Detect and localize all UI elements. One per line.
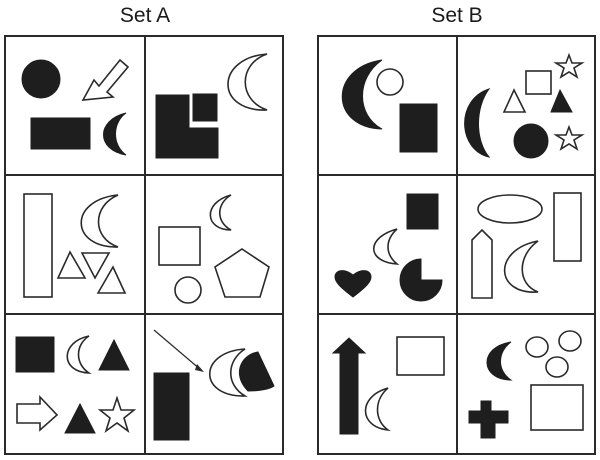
set-a-cell-3-1: [15, 335, 137, 434]
outline-crescent-icon: [227, 53, 268, 111]
outline-crescent-icon: [66, 335, 92, 374]
filled-crescent-icon: [464, 88, 491, 158]
outline-crescent-icon: [209, 194, 232, 231]
outline-pentagon-icon: [214, 248, 270, 298]
outline-circle-icon: [545, 356, 569, 378]
outline-ellipse-icon: [477, 194, 543, 224]
filled-L-shape-icon: [155, 94, 219, 159]
set-b-cell-3-2: [468, 330, 584, 439]
filled-pie-three-quarter-icon: [399, 258, 443, 302]
line-arrow-icon: [153, 329, 202, 371]
outline-crescent-icon: [80, 194, 119, 248]
filled-crescent-icon: [341, 59, 383, 130]
set-b-title: Set B: [431, 4, 483, 27]
filled-crescent-icon: [486, 341, 513, 381]
filled-heart-icon: [334, 270, 372, 298]
outline-crescent-icon: [372, 228, 400, 265]
filled-triangle-icon: [98, 338, 130, 371]
filled-circle-icon: [21, 59, 61, 99]
outline-tall-rectangle-icon: [553, 192, 582, 262]
set-b-grid: [317, 35, 596, 455]
outline-arrow-down-left-icon: [81, 58, 130, 101]
filled-square-icon: [15, 336, 55, 373]
outline-crescent-icon: [208, 348, 248, 397]
filled-circle-icon: [513, 123, 549, 159]
outline-triangle-icon: [96, 265, 127, 294]
outline-arrow-right-icon: [16, 394, 59, 432]
outline-inverted-triangle-icon: [80, 252, 111, 280]
filled-tall-rectangle-icon: [153, 372, 190, 441]
filled-cross-icon: [468, 400, 509, 439]
outline-circle-icon: [558, 330, 582, 352]
outline-circle-icon: [525, 336, 549, 358]
filled-arrow-up-icon: [331, 337, 367, 435]
outline-triangle-icon: [56, 250, 87, 279]
outline-star-icon: [553, 52, 585, 79]
filled-square-icon: [192, 93, 218, 122]
set-b-cell-1-2: [464, 52, 585, 159]
outline-circle-icon: [174, 276, 202, 304]
outline-square-icon: [530, 384, 584, 431]
filled-square-icon: [406, 193, 439, 230]
set-a-cell-2-2: [158, 194, 270, 304]
set-b-cell-3-1: [331, 336, 445, 435]
set-a-cell-1-1: [21, 58, 130, 156]
outline-pencil-shape-icon: [471, 228, 493, 299]
outline-star-icon: [553, 124, 585, 151]
outline-star-icon: [97, 395, 137, 434]
set-b-cell-2-2: [471, 192, 582, 299]
outline-triangle-icon: [502, 88, 527, 113]
filled-crescent-icon: [103, 112, 127, 156]
filled-rectangle-icon: [30, 117, 91, 150]
filled-triangle-icon: [64, 402, 96, 434]
filled-circle-segment-icon: [238, 351, 275, 392]
set-a-grid: [4, 35, 284, 455]
outline-rectangle-icon: [525, 70, 552, 95]
set-a-cell-2-1: [23, 193, 127, 298]
outline-crescent-icon: [503, 240, 539, 293]
outline-crescent-icon: [364, 387, 391, 432]
filled-triangle-icon: [550, 88, 573, 113]
outline-circle-icon: [376, 68, 404, 96]
outline-tall-rectangle-icon: [23, 193, 53, 298]
outline-rectangle-icon: [396, 336, 445, 376]
outline-square-icon: [158, 226, 201, 266]
filled-rectangle-icon: [399, 103, 438, 153]
set-a-cell-3-2: [153, 329, 275, 441]
set-b-cell-2-1: [334, 193, 443, 302]
set-a-cell-1-2: [155, 53, 268, 159]
set-a-title: Set A: [119, 4, 171, 27]
set-b-cell-1-1: [341, 59, 438, 153]
